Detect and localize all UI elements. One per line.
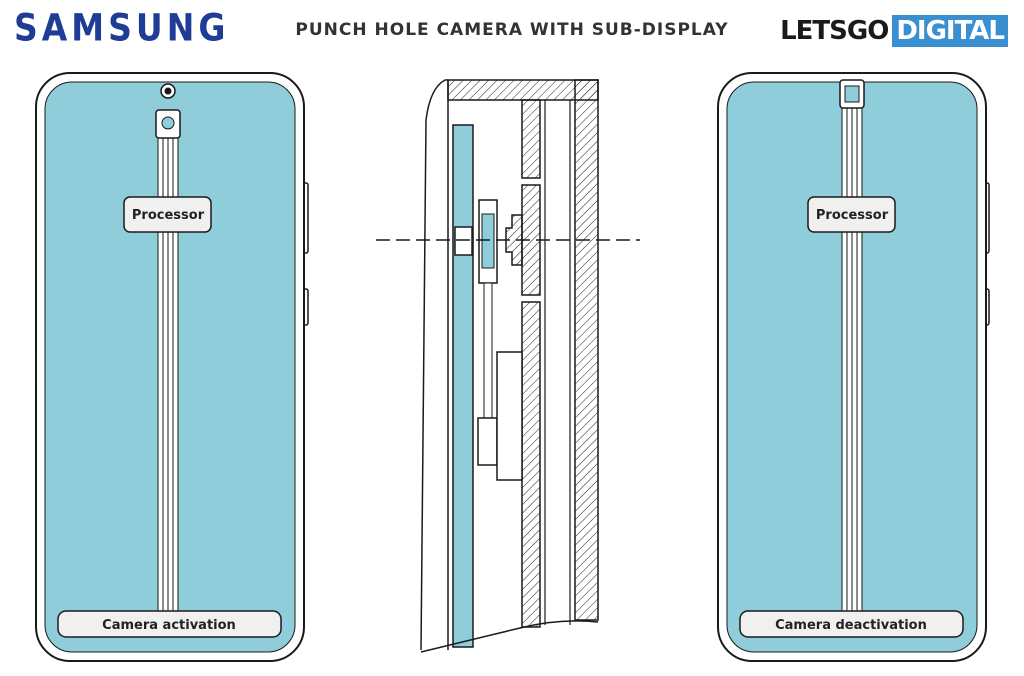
left-camera-lens-icon: [164, 87, 172, 95]
circuit-board: [496, 351, 523, 481]
flex-cable: [483, 282, 493, 419]
left-processor-box: [123, 196, 212, 233]
left-status-box: [57, 610, 282, 638]
left-status-label: Camera activation: [102, 618, 236, 633]
right-status-box: [739, 610, 964, 638]
plate-hatched-upper: [521, 99, 541, 179]
logo-text-right: DIGITAL: [892, 15, 1008, 47]
plate-hatched-lower: [521, 301, 541, 628]
cross-section-diagram: [376, 79, 640, 653]
back-cover-hatched: [574, 79, 599, 621]
left-signal-wires: [157, 136, 179, 613]
right-processor-box: [807, 196, 896, 233]
right-signal-wires: [841, 105, 863, 613]
page-title: PUNCH HOLE CAMERA WITH SUB-DISPLAY: [295, 20, 729, 40]
right-phone: Processor Camera deactivation: [717, 72, 990, 662]
section-cut-edge: [420, 620, 599, 653]
left-phone: Processor Camera activation: [35, 72, 309, 662]
housing-curved-edge: [420, 79, 448, 651]
right-sub-display-icon: [844, 85, 860, 103]
connector-lower: [477, 417, 498, 466]
left-processor-label: Processor: [132, 208, 205, 223]
right-processor-label: Processor: [816, 208, 889, 223]
display-panel: [452, 124, 474, 648]
camera-module-hatched: [505, 214, 523, 266]
samsung-brand: SAMSUNG: [14, 6, 230, 50]
right-status-label: Camera deactivation: [775, 618, 927, 633]
letsgodigital-logo: LETSGO DIGITAL: [780, 15, 1008, 47]
sub-display-panel: [481, 213, 495, 269]
left-sub-display-icon: [161, 116, 175, 130]
logo-text-left: LETSGO: [780, 16, 889, 46]
camera-aperture: [454, 226, 473, 256]
